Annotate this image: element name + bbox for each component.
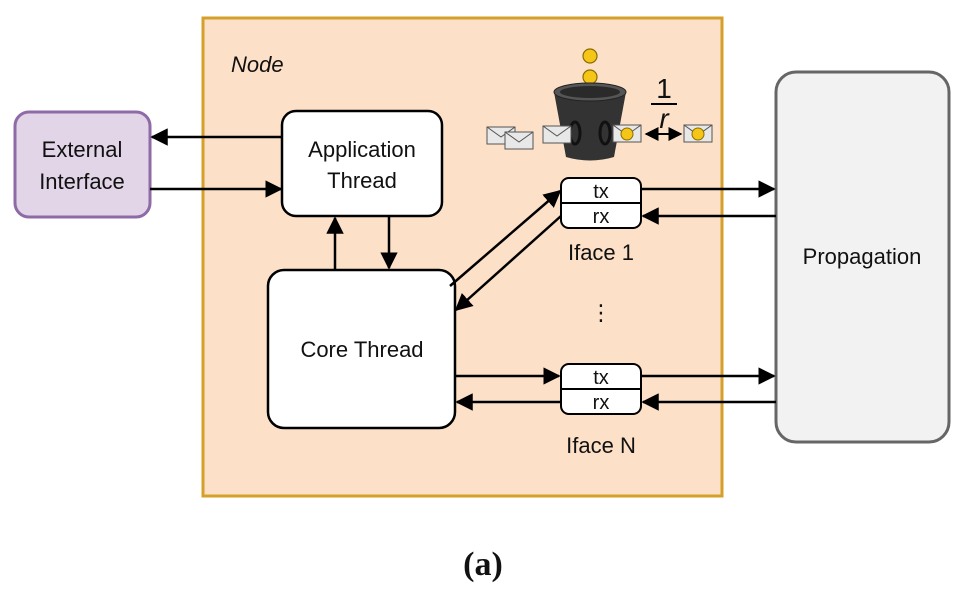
iface-n: tx rx [560,363,642,415]
application-thread-box [280,109,444,218]
application-thread-line1: Application [308,137,416,162]
token-icon [582,69,598,85]
external-interface-line2: Interface [39,169,125,194]
token-icon [582,48,598,64]
iface-1-rx: rx [593,206,610,228]
arrow-iface1-rx-to-core [454,215,562,312]
envelope-with-token-icon [683,124,713,143]
arrow-core-to-iface1-tx [449,189,562,287]
iface-n-tx: tx [593,367,609,389]
core-thread-label: Core Thread [300,337,423,362]
envelope-with-token-icon [612,124,642,143]
iface-1: tx rx [560,177,642,229]
iface-1-tx: tx [593,181,609,203]
application-thread-line2: Thread [327,168,397,193]
envelope-icon [504,131,534,150]
iface-1-label: Iface 1 [568,240,634,265]
external-interface-line1: External [42,137,123,162]
rate-numerator: 1 [656,73,672,104]
node-label: Node [231,52,284,77]
token-bucket [553,48,627,161]
iface-n-rx: rx [593,392,610,414]
propagation-box [774,70,951,444]
rate-denominator: r [659,103,670,134]
core-thread-box [266,268,457,430]
envelope-icon [542,125,572,144]
external-interface-box [13,110,152,219]
iface-ellipsis: ⋮ [590,300,612,325]
iface-n-label: Iface N [566,433,636,458]
figure-caption: (a) [463,546,503,583]
propagation-label: Propagation [803,244,922,269]
